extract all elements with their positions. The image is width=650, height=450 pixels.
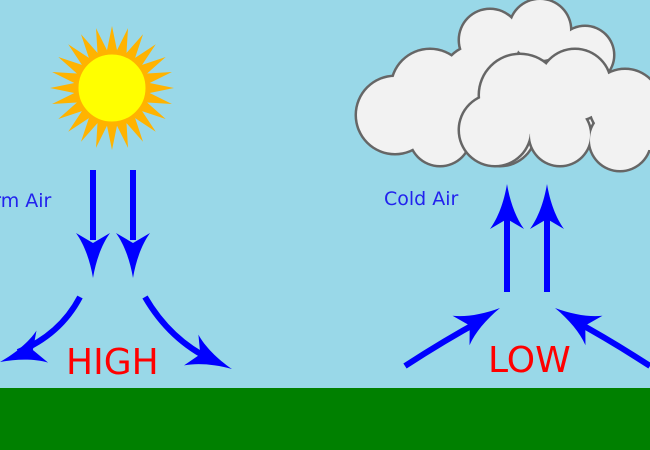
low-pressure-label: LOW	[488, 340, 571, 381]
cold-air-label: Cold Air	[384, 188, 459, 210]
ground	[0, 388, 650, 450]
front-cloud	[457, 47, 650, 173]
high-pressure-label: HIGH	[66, 342, 159, 383]
sun-icon	[50, 26, 174, 150]
cloud-icon	[354, 0, 650, 173]
warm-air-label: Warm Air	[0, 190, 52, 212]
sun-disc	[75, 51, 149, 125]
